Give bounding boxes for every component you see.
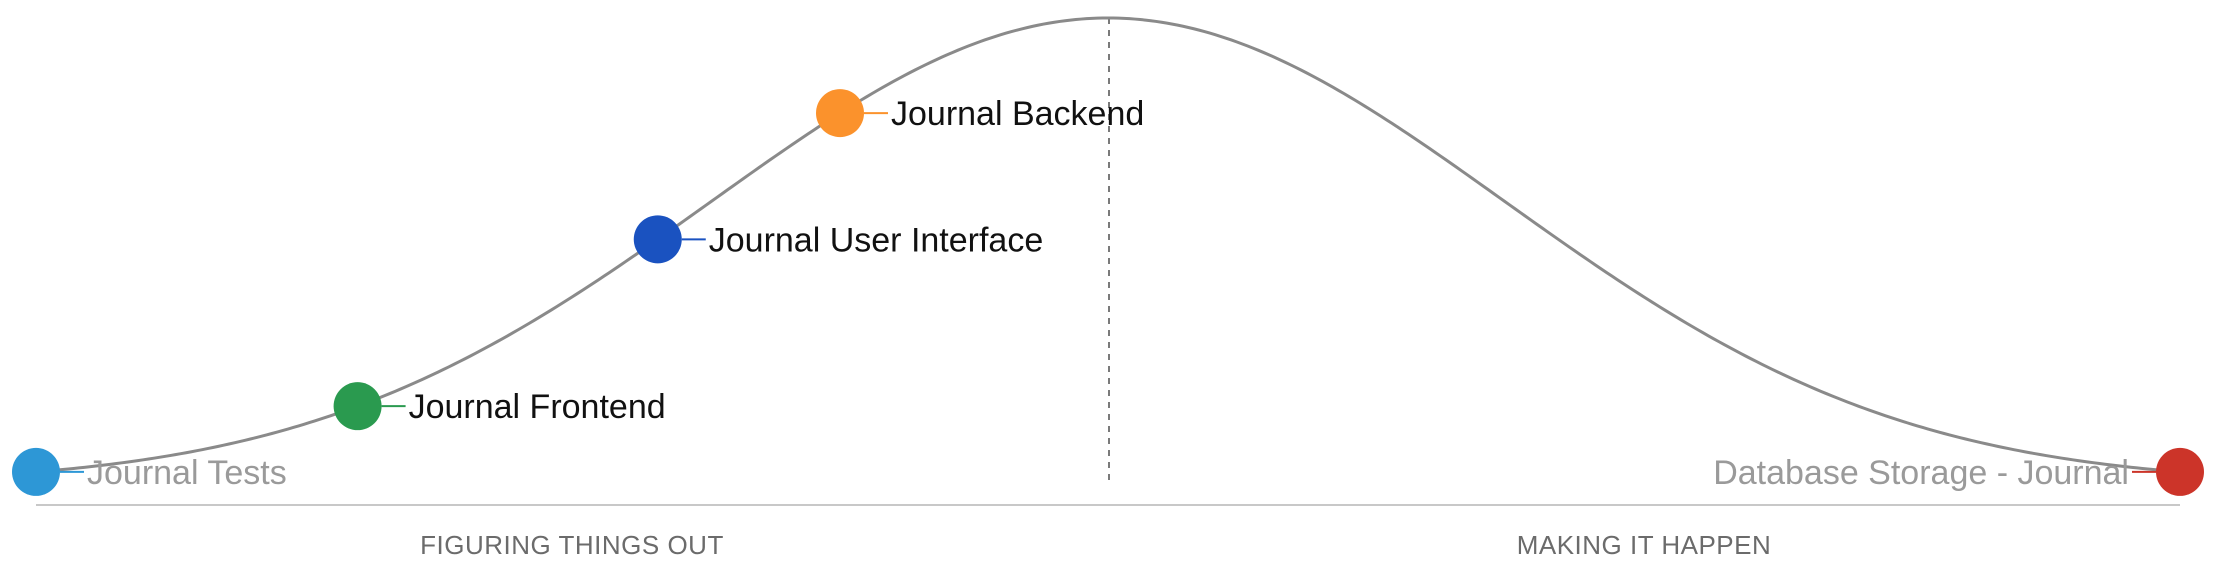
hill-dot[interactable]: [333, 382, 382, 431]
hill-item-label: Journal Tests: [87, 454, 287, 492]
hill-item-journal-tests[interactable]: Journal Tests: [12, 447, 287, 496]
hill-item-label: Journal User Interface: [709, 221, 1044, 259]
hill-item-database-storage-journal[interactable]: Database Storage - Journal: [1713, 447, 2204, 496]
hill-dot[interactable]: [2156, 447, 2204, 496]
hill-dot[interactable]: [633, 215, 682, 264]
hill-dot[interactable]: [816, 89, 864, 138]
hill-item-journal-user-interface[interactable]: Journal User Interface: [633, 215, 1044, 264]
hill-item-journal-backend[interactable]: Journal Backend: [816, 89, 1144, 138]
phase-label-making-it-happen: MAKING IT HAPPEN: [1517, 530, 1772, 560]
hill-item-label: Database Storage - Journal: [1713, 454, 2129, 492]
hill-dot[interactable]: [12, 447, 60, 496]
phase-label-figuring-out: FIGURING THINGS OUT: [420, 530, 724, 560]
hill-item-label: Journal Frontend: [409, 388, 666, 426]
hill-items: Journal Tests Journal Frontend Journal Use…: [12, 89, 2204, 496]
hill-curve: [35, 16, 2181, 474]
hill-item-label: Journal Backend: [891, 95, 1144, 133]
hill-item-journal-frontend[interactable]: Journal Frontend: [333, 382, 666, 431]
